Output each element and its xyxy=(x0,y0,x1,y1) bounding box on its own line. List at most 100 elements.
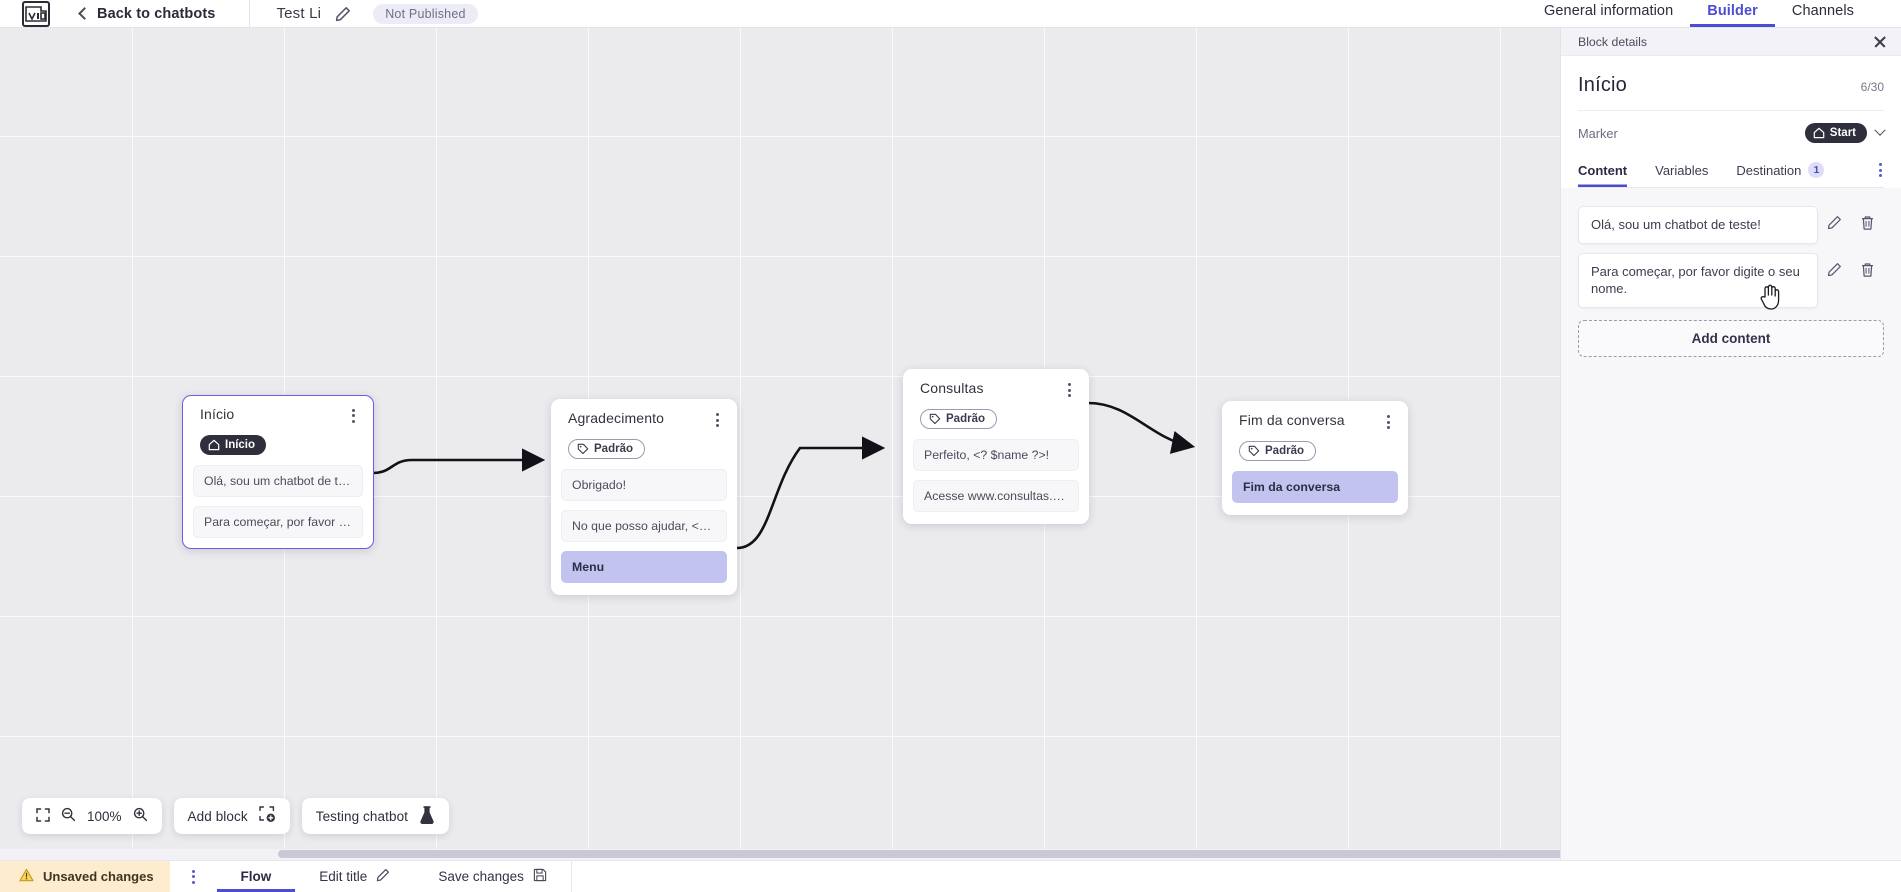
flask-icon xyxy=(419,805,435,827)
flow-node-fim-da-conversa[interactable]: Fim da conversa Padrão Fim da conversa xyxy=(1222,401,1408,515)
toolbar-divider xyxy=(249,0,251,28)
tab-builder[interactable]: Builder xyxy=(1690,0,1775,27)
fit-to-screen-icon[interactable] xyxy=(36,807,50,825)
status-divider xyxy=(570,861,572,892)
node-title: Início xyxy=(200,405,235,422)
node-header: Agradecimento xyxy=(551,410,737,430)
node-message[interactable]: Para começar, por favor digite o ... xyxy=(193,505,363,538)
flow-node-inicio[interactable]: Início Início Olá, sou um chatbot de tes… xyxy=(182,395,374,549)
tab-variables[interactable]: Variables xyxy=(1655,157,1708,187)
pencil-icon[interactable] xyxy=(335,6,351,22)
node-message[interactable]: Obrigado! xyxy=(561,469,727,501)
node-message-menu[interactable]: Menu xyxy=(561,551,727,583)
pencil-icon[interactable] xyxy=(1818,206,1851,230)
status-overflow-menu-button[interactable] xyxy=(191,869,195,884)
node-header: Fim da conversa xyxy=(1222,412,1408,432)
node-tag-default: Padrão xyxy=(1239,441,1316,461)
content-list: Olá, sou um chatbot de teste! Para começ… xyxy=(1561,188,1901,308)
status-tab-flow[interactable]: Flow xyxy=(217,861,296,892)
panel-header: Block details xyxy=(1561,28,1901,56)
node-tag-label: Padrão xyxy=(946,413,985,425)
tab-destination-label: Destination xyxy=(1736,162,1802,178)
flow-canvas[interactable]: Início Início Olá, sou um chatbot de tes… xyxy=(0,28,1560,860)
back-to-chatbots-button[interactable]: Back to chatbots xyxy=(78,6,215,22)
add-block-button[interactable]: Add block xyxy=(173,798,290,834)
testing-chatbot-button[interactable]: Testing chatbot xyxy=(301,798,450,834)
node-tag-default: Padrão xyxy=(568,439,645,459)
chatbot-title: Test Li xyxy=(276,5,322,22)
testing-chatbot-label: Testing chatbot xyxy=(315,808,409,824)
tab-general-information[interactable]: General information xyxy=(1544,3,1674,19)
pencil-icon[interactable] xyxy=(1818,253,1851,277)
node-menu-button[interactable] xyxy=(713,410,722,430)
marker-row: Marker Start xyxy=(1578,111,1886,156)
panel-overflow-menu-button[interactable] xyxy=(1877,161,1884,179)
node-tag-label: Padrão xyxy=(594,443,633,455)
node-message[interactable]: Olá, sou um chatbot de teste! xyxy=(193,464,363,497)
zoom-controls[interactable]: 100% xyxy=(22,798,162,834)
content-text[interactable]: Olá, sou um chatbot de teste! xyxy=(1578,206,1818,244)
add-block-label: Add block xyxy=(187,808,248,824)
unsaved-changes-indicator: Unsaved changes xyxy=(0,861,170,892)
close-icon[interactable] xyxy=(1873,35,1887,49)
top-tabs: General information Builder Channels xyxy=(1527,0,1901,28)
scrollbar-thumb[interactable] xyxy=(278,850,1560,858)
home-icon xyxy=(1813,127,1825,139)
content-item: Para começar, por favor digite o seu nom… xyxy=(1578,252,1884,308)
tab-variables-label: Variables xyxy=(1655,162,1709,178)
node-tag-default: Padrão xyxy=(920,409,997,429)
zoom-level-label: 100% xyxy=(87,808,122,824)
chevron-down-icon[interactable] xyxy=(1874,124,1886,136)
content-item: Olá, sou um chatbot de teste! xyxy=(1578,206,1884,244)
panel-header-title: Block details xyxy=(1578,34,1648,49)
flow-node-consultas[interactable]: Consultas Padrão Perfeito, <? $name ?>! … xyxy=(903,369,1089,524)
trash-icon[interactable] xyxy=(1851,206,1884,231)
save-changes-button[interactable]: Save changes xyxy=(414,861,571,892)
tag-icon xyxy=(1248,445,1260,457)
add-content-button[interactable]: Add content xyxy=(1578,319,1884,357)
node-header: Consultas xyxy=(903,380,1089,400)
node-message[interactable]: Acesse www.consultas.com par... xyxy=(913,480,1079,512)
tab-content-label: Content xyxy=(1578,162,1628,178)
zoom-in-icon[interactable] xyxy=(133,807,148,825)
canvas-toolbar: 100% Add block Testing chatbot xyxy=(22,798,450,834)
edit-title-button[interactable]: Edit title xyxy=(295,861,414,892)
char-counter: 6/30 xyxy=(1860,80,1884,94)
tag-icon xyxy=(577,443,589,455)
marker-value-chip[interactable]: Start xyxy=(1804,123,1867,143)
node-title: Fim da conversa xyxy=(1239,412,1345,428)
status-bar: Unsaved changes Flow Edit title Save cha… xyxy=(0,860,1901,892)
trash-icon[interactable] xyxy=(1851,253,1884,278)
flow-edges xyxy=(372,401,1196,550)
pencil-icon xyxy=(376,868,390,885)
block-title: Início xyxy=(1578,74,1628,96)
marker-value-label: Start xyxy=(1829,127,1856,139)
chevron-left-icon xyxy=(78,7,91,20)
node-message[interactable]: Perfeito, <? $name ?>! xyxy=(913,439,1079,471)
node-tag-label: Padrão xyxy=(1265,445,1304,457)
destination-count-badge: 1 xyxy=(1808,162,1825,178)
node-menu-button[interactable] xyxy=(1384,412,1393,432)
tab-destination[interactable]: Destination 1 xyxy=(1736,156,1825,187)
node-message[interactable]: No que posso ajudar, <? $name ... xyxy=(561,510,727,542)
node-menu-button[interactable] xyxy=(1065,380,1074,400)
publish-status-badge: Not Published xyxy=(373,3,478,24)
panel-body: Início 6/30 Marker Start Content Variabl… xyxy=(1561,56,1901,188)
unsaved-changes-label: Unsaved changes xyxy=(43,869,154,884)
flow-node-agradecimento[interactable]: Agradecimento Padrão Obrigado! No que po… xyxy=(551,399,737,595)
save-disk-icon xyxy=(533,868,547,885)
block-details-panel: Block details Início 6/30 Marker Start C… xyxy=(1560,28,1901,860)
zoom-out-icon[interactable] xyxy=(61,807,76,825)
node-tag-label: Início xyxy=(225,438,256,451)
tab-content[interactable]: Content xyxy=(1578,157,1627,187)
node-menu-button[interactable] xyxy=(349,406,358,426)
node-message-menu[interactable]: Fim da conversa xyxy=(1232,471,1398,503)
node-tag-start: Início xyxy=(200,434,267,455)
top-bar: Back to chatbots Test Li Not Published G… xyxy=(0,0,1901,28)
node-title: Agradecimento xyxy=(568,410,665,426)
chatbot-logo-icon xyxy=(22,0,50,27)
save-changes-label: Save changes xyxy=(438,869,524,884)
content-text[interactable]: Para começar, por favor digite o seu nom… xyxy=(1578,252,1818,308)
tab-channels[interactable]: Channels xyxy=(1791,3,1854,19)
canvas-horizontal-scrollbar[interactable] xyxy=(0,849,1560,860)
